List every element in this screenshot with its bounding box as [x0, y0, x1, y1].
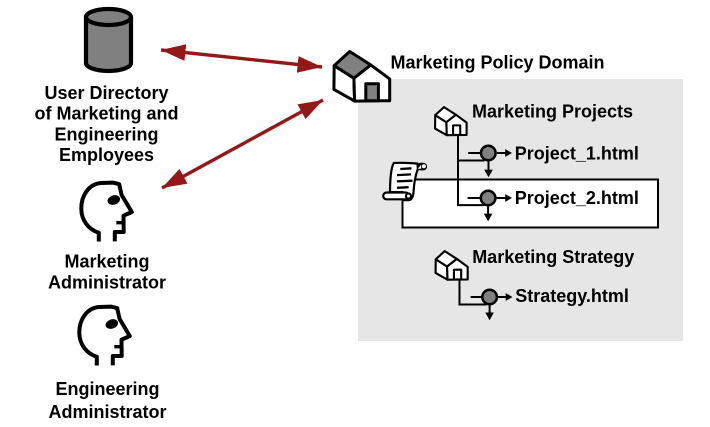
svg-text:Administrator: Administrator: [48, 402, 166, 422]
svg-text:Administrator: Administrator: [48, 273, 166, 293]
svg-text:Strategy.html: Strategy.html: [515, 286, 629, 306]
svg-text:Engineering: Engineering: [54, 125, 158, 145]
svg-text:of Marketing and: of Marketing and: [34, 104, 178, 124]
svg-text:Marketing: Marketing: [64, 252, 149, 272]
svg-text:Marketing Policy Domain: Marketing Policy Domain: [391, 53, 605, 73]
svg-text:Project_2.html: Project_2.html: [515, 188, 639, 208]
svg-text:Engineering: Engineering: [55, 379, 159, 399]
svg-text:Marketing Projects: Marketing Projects: [472, 101, 633, 121]
svg-text:Project_1.html: Project_1.html: [515, 144, 639, 164]
svg-text:Marketing Strategy: Marketing Strategy: [472, 247, 634, 267]
svg-text:User Directory: User Directory: [44, 83, 168, 103]
svg-text:Employees: Employees: [59, 145, 154, 165]
